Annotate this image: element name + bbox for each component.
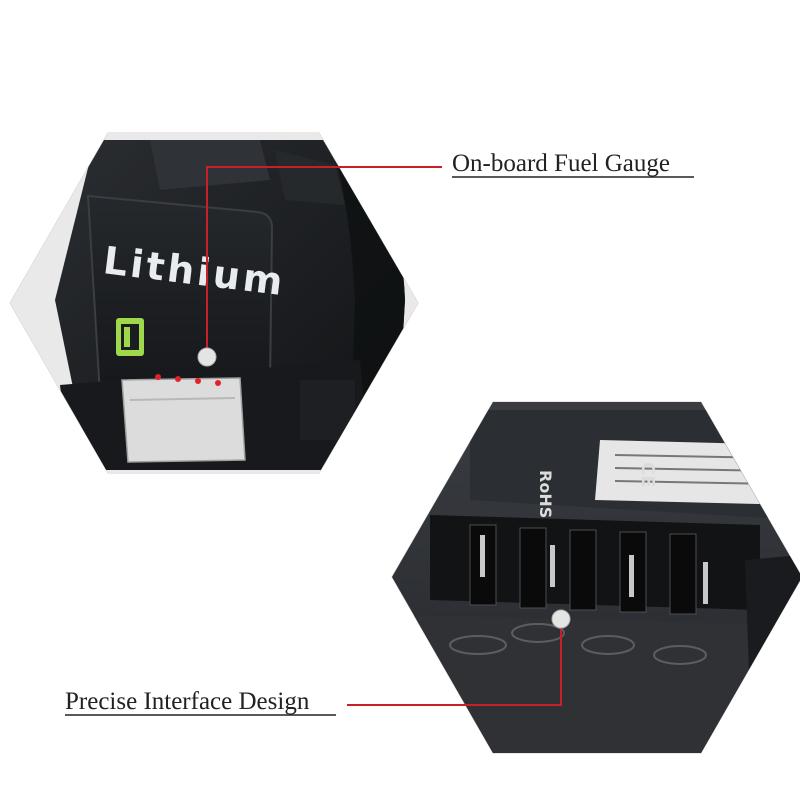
fuel-gauge-led — [155, 374, 161, 380]
callout-label-fuel-gauge: On-board Fuel Gauge — [452, 150, 670, 177]
battery-level-icon — [116, 318, 144, 356]
battery-closeup — [9, 132, 419, 474]
fuel-gauge-leds — [155, 374, 221, 386]
rohs-mark: RoHS — [536, 470, 555, 518]
ce-mark: CE — [637, 462, 658, 488]
fuel-gauge-led — [195, 378, 201, 384]
callout-line-fuel-gauge — [206, 166, 442, 355]
callout-label-interface: Precise Interface Design — [65, 688, 310, 715]
callout-line-interface — [347, 620, 562, 706]
callout-dot-icon — [551, 609, 571, 629]
fuel-gauge-led — [175, 376, 181, 382]
rating-label-sticker — [595, 440, 800, 505]
fuel-gauge-led — [215, 380, 221, 386]
callout-dot-icon — [197, 347, 217, 367]
metal-clip — [121, 377, 246, 463]
terminal-pins — [480, 535, 708, 604]
interface-closeup — [391, 401, 800, 754]
